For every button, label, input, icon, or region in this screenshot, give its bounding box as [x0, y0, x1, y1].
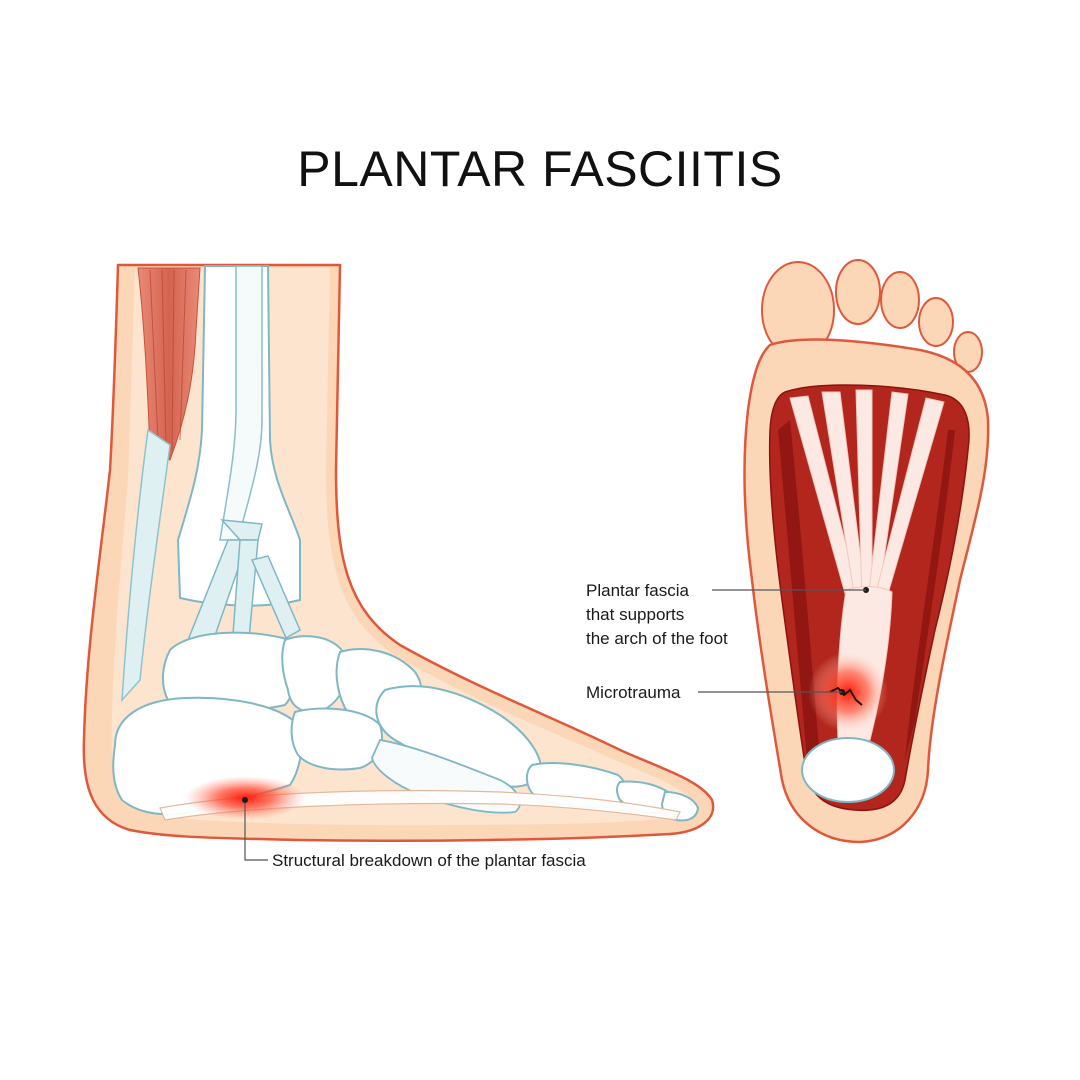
- fourth-toe: [918, 297, 954, 347]
- plantar-fascia-label-line-1: Plantar fascia: [586, 581, 690, 600]
- side-inflammation-pointer-dot: [242, 797, 248, 803]
- achilles-tendon: [121, 428, 171, 703]
- microtrauma-tear: [829, 686, 863, 706]
- page-title: PLANTAR FASCIITIS: [297, 141, 783, 197]
- microtrauma-label: Microtrauma: [586, 683, 681, 702]
- third-toe: [880, 271, 920, 329]
- structural-breakdown-label: Structural breakdown of the plantar fasc…: [272, 851, 586, 870]
- plantar-fascia-label-line-2: that supports: [586, 605, 684, 624]
- sole-muscle-dark-edge-right: [905, 430, 955, 760]
- second-toe: [835, 259, 881, 325]
- structural-breakdown-leader-line: [244, 803, 268, 861]
- heel-pad: [801, 737, 895, 803]
- sole-view-foot: [743, 259, 990, 844]
- plantar-fascia-label-line-3: the arch of the foot: [586, 629, 728, 648]
- talus-bone: [162, 631, 298, 713]
- metatarsal-bone: [375, 685, 542, 788]
- cuboid-bone: [290, 707, 383, 771]
- side-view-foot: [82, 263, 715, 842]
- calf-muscle-fibers: [149, 269, 187, 451]
